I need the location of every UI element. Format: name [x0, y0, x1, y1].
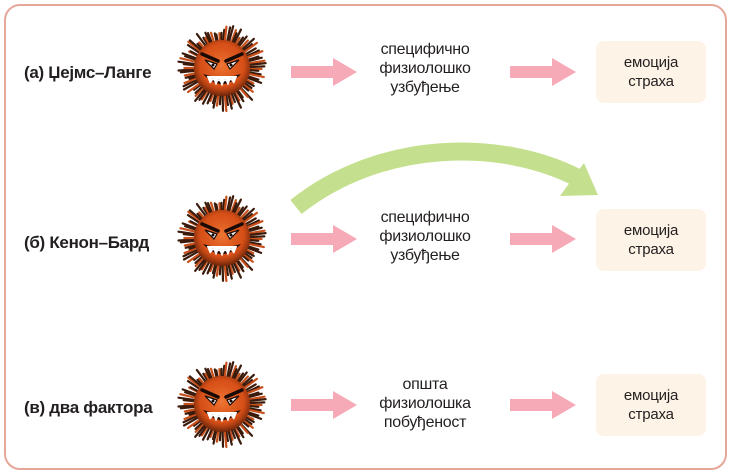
arrow-right-icon: [291, 58, 357, 86]
fuzzy-monster-icon: [176, 24, 268, 113]
arrow-right-icon: [510, 58, 576, 86]
fuzzy-monster-icon: [176, 360, 268, 449]
row-label-james-lange: (а) Џејмс–Ланге: [24, 63, 152, 82]
row-label-two-factor: (в) два фактора: [24, 398, 153, 417]
fuzzy-monster-icon: [176, 194, 268, 283]
arrow-right-icon: [510, 225, 576, 253]
arrow-right-icon: [291, 391, 357, 419]
row-label-cannon-bard: (б) Кенон–Бард: [24, 233, 149, 252]
arrow-right-icon: [510, 391, 576, 419]
arrow-right-icon: [291, 225, 357, 253]
